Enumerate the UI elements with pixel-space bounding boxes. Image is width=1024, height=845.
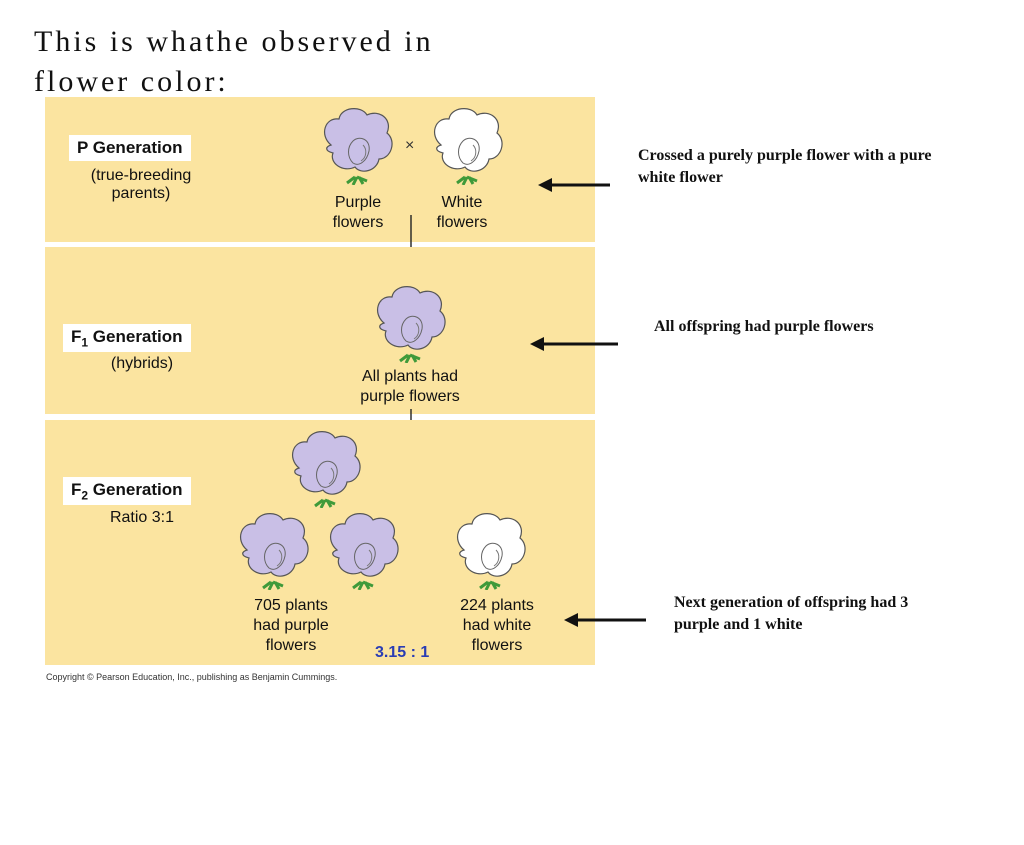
left-arrow-icon — [530, 337, 618, 351]
cross-symbol: × — [405, 137, 415, 154]
slide-title: This is whathe observed in flower color: — [34, 25, 434, 92]
left-arrow-icon — [564, 613, 646, 627]
white-flower-icon — [427, 105, 507, 185]
f1-generation-label: F1 Generation — [63, 324, 191, 353]
f2-generation-panel: F2 Generation Ratio 3:1 705 plants had p… — [45, 420, 595, 665]
purple-flower-icon — [233, 510, 313, 590]
note-f2-generation: Next generation of offspring had 3 purpl… — [674, 594, 909, 633]
f2-purple-caption: 705 plants had purple flowers — [253, 597, 329, 654]
f2-observed-ratio: 3.15 : 1 — [375, 644, 430, 661]
f2-white-caption: 224 plants had white flowers — [460, 597, 534, 654]
f2-ratio-label: Ratio 3:1 — [109, 509, 175, 526]
p-generation-panel: P Generation (true-breeding parents) × P… — [45, 97, 595, 242]
purple-flower-icon — [285, 428, 365, 508]
p-generation-subtitle: (true-breeding parents) — [90, 167, 192, 202]
white-flower-icon — [450, 510, 530, 590]
copyright-notice: Copyright © Pearson Education, Inc., pub… — [46, 672, 338, 682]
note-f1-generation: All offspring had purple flowers — [654, 318, 874, 335]
p-white-caption: White flowers — [436, 194, 488, 231]
mendel-flower-diagram: P Generation (true-breeding parents) × P… — [45, 97, 595, 665]
purple-flower-icon — [323, 510, 403, 590]
left-arrow-icon — [538, 178, 610, 192]
p-generation-label: P Generation — [69, 135, 191, 161]
note-p-generation: Crossed a purely purple flower with a pu… — [638, 147, 932, 186]
purple-flower-icon — [317, 105, 397, 185]
purple-flower-icon — [370, 283, 450, 363]
f1-generation-subtitle: (hybrids) — [110, 355, 174, 372]
f1-caption: All plants had purple flowers — [360, 368, 460, 405]
p-purple-caption: Purple flowers — [332, 194, 384, 231]
f2-generation-label: F2 Generation — [63, 477, 191, 506]
f1-generation-panel: F1 Generation (hybrids) All plants had p… — [45, 247, 595, 414]
